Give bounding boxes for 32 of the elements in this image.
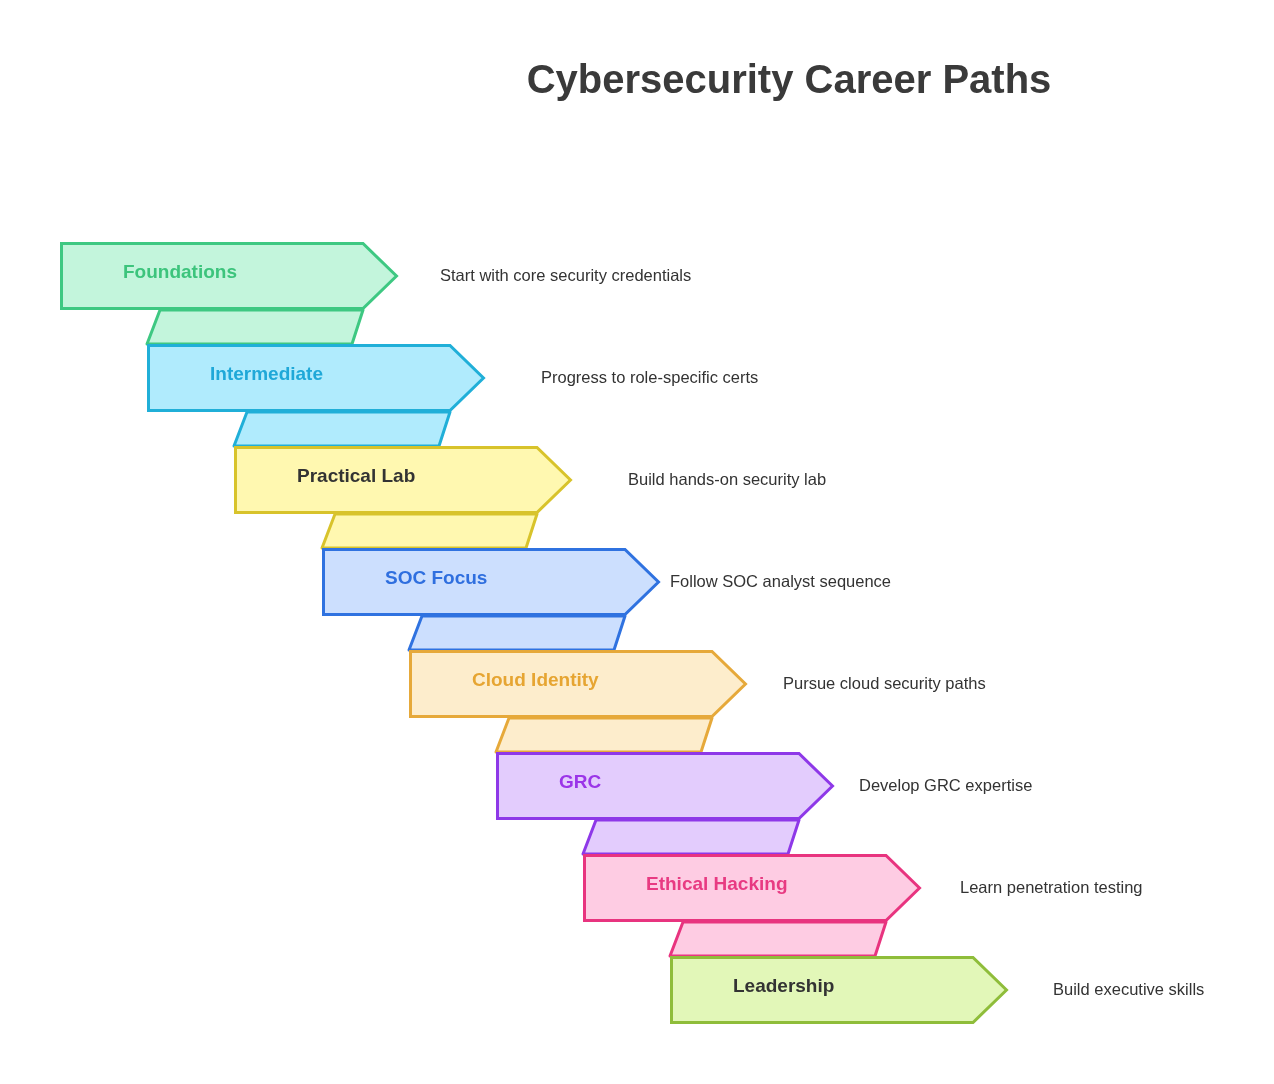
- step-description: Build hands-on security lab: [628, 469, 827, 489]
- step-connector: [668, 920, 888, 958]
- step-banner: [60, 242, 398, 310]
- step-description: Develop GRC expertise: [859, 775, 1033, 795]
- diagram-title: Cybersecurity Career Paths: [526, 56, 1052, 103]
- step-description: Progress to role-specific certs: [541, 367, 759, 387]
- step-connector: [320, 512, 539, 550]
- step-banner: [322, 548, 660, 616]
- step-connector: [407, 614, 627, 652]
- step-connector: [145, 308, 365, 346]
- step-description: Follow SOC analyst sequence: [670, 571, 892, 591]
- step-connector: [581, 818, 801, 856]
- step-banner: [234, 446, 572, 514]
- step-title: Practical Lab: [297, 465, 416, 487]
- step-connector: [232, 410, 452, 448]
- step-title: Leadership: [733, 975, 835, 997]
- step-banner: [583, 854, 921, 922]
- step-banner: [409, 650, 747, 718]
- step-title: Ethical Hacking: [646, 873, 788, 895]
- step-description: Start with core security credentials: [440, 265, 692, 285]
- step-description: Pursue cloud security paths: [783, 673, 986, 693]
- step-connector: [494, 716, 714, 754]
- step-title: Intermediate: [210, 363, 323, 385]
- step-title: Cloud Identity: [472, 669, 599, 691]
- step-title: Foundations: [123, 261, 237, 283]
- step-title: GRC: [559, 771, 602, 793]
- step-banner: [147, 344, 485, 412]
- step-banner: [670, 956, 1008, 1024]
- step-description: Build executive skills: [1053, 979, 1205, 999]
- step-description: Learn penetration testing: [960, 877, 1143, 897]
- step-title: SOC Focus: [385, 567, 488, 589]
- step-banner: [496, 752, 834, 820]
